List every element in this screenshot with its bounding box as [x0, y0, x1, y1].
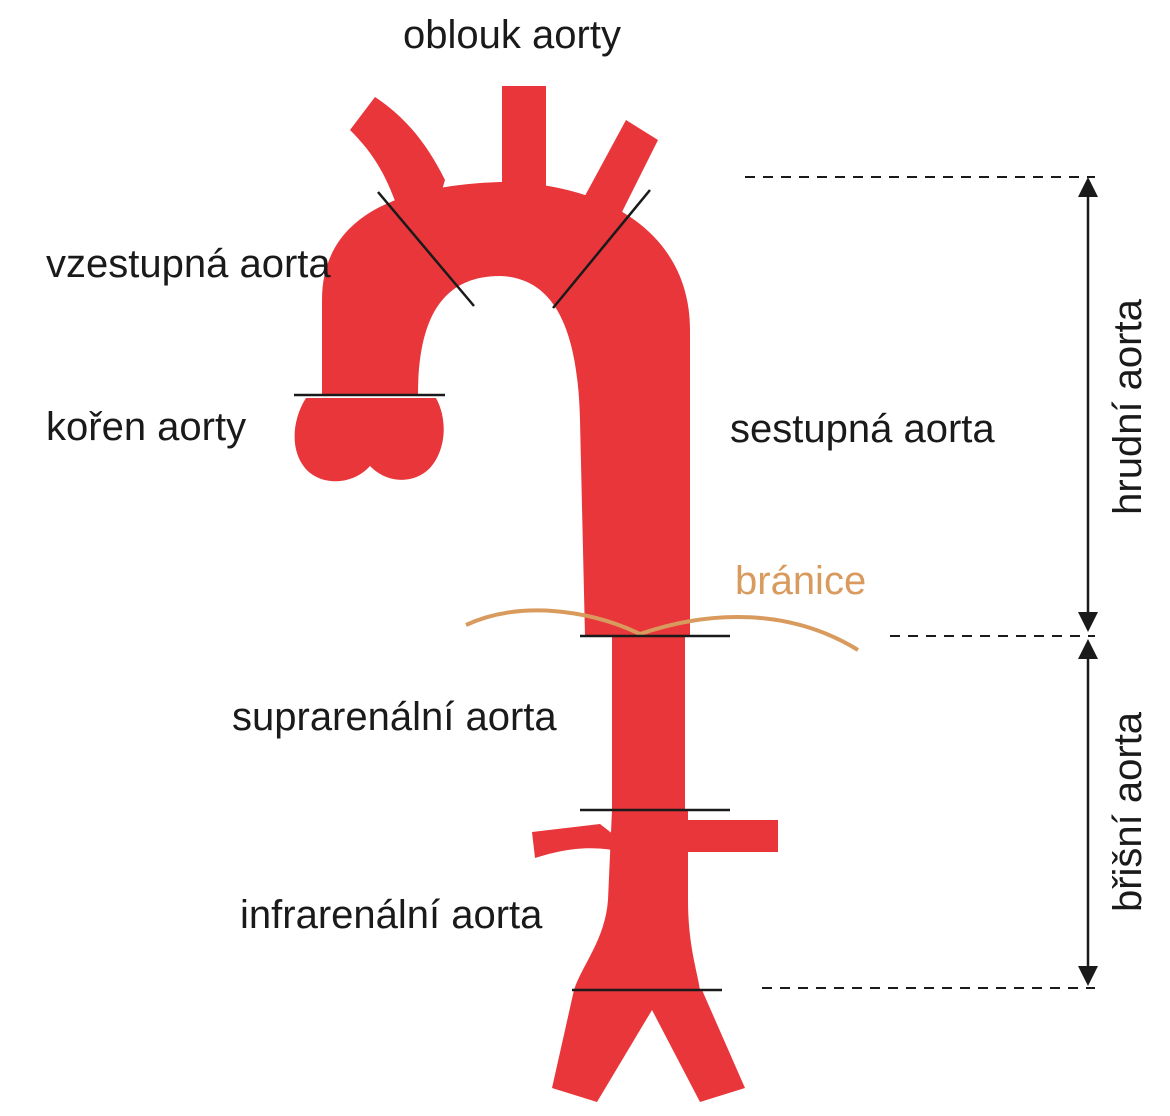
arch-descending-separator [552, 189, 651, 309]
left-renal-artery [532, 824, 618, 858]
label-abdominal-aorta: břišní aorta [1106, 711, 1150, 912]
label-diaphragm: bránice [735, 559, 866, 603]
right-renal-artery [684, 820, 778, 852]
infrarenal-segment [574, 810, 700, 990]
label-ascending-aorta: vzestupná aorta [46, 242, 331, 286]
aorta-shape [294, 86, 778, 1102]
label-infrarenal-aorta: infrarenální aorta [240, 893, 543, 937]
label-thoracic-aorta: hrudní aorta [1106, 298, 1150, 514]
segment-separators [294, 189, 730, 992]
ascending-arch-separator [377, 191, 475, 307]
dashed-guides [745, 176, 1095, 989]
aortic-root [294, 398, 444, 482]
diaphragm-curve [465, 608, 860, 652]
label-aortic-root: kořen aorty [46, 405, 246, 449]
label-descending-aorta: sestupná aorta [730, 407, 995, 451]
abdominal-dimension-arrow [1078, 639, 1098, 986]
thoracic-dimension-arrow [1078, 177, 1098, 632]
label-suprarenal-aorta: suprarenální aorta [232, 695, 557, 739]
aortic-arch-and-descending [322, 182, 690, 636]
label-aortic-arch: oblouk aorty [403, 13, 621, 57]
suprarenal-segment [612, 636, 685, 810]
right-branch-vessel [580, 120, 658, 220]
iliac-bifurcation [552, 990, 745, 1102]
